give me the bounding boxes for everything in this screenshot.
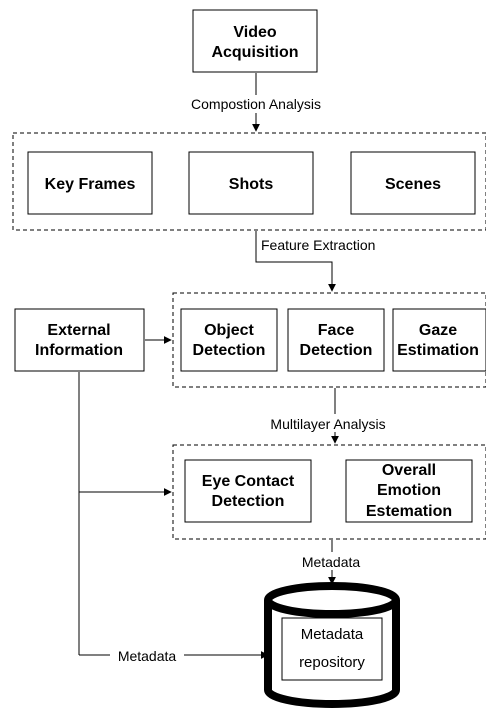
node-overall-emotion-line2: Emotion xyxy=(377,482,441,499)
node-gaze-estimation-line1: Gaze xyxy=(419,322,457,339)
edge-label-composition: Compostion Analysis xyxy=(191,96,321,112)
node-gaze-estimation-line2: Estimation xyxy=(397,342,479,359)
arrow-feature-extraction xyxy=(255,231,336,292)
node-video-acquisition-line1: Video xyxy=(233,24,277,41)
edge-label-feature-extraction: Feature Extraction xyxy=(261,237,375,253)
node-face-detection: Face Detection xyxy=(287,308,385,372)
node-metadata-repository-line1: Metadata xyxy=(301,626,364,643)
edge-label-metadata-side: Metadata xyxy=(118,648,177,664)
node-face-detection-line1: Face xyxy=(318,322,355,339)
database-cylinder-icon xyxy=(264,582,400,708)
node-video-acquisition: Video Acquisition xyxy=(192,9,318,73)
node-object-detection-line2: Detection xyxy=(193,342,266,359)
node-scenes-label: Scenes xyxy=(385,176,441,193)
node-gaze-estimation: Gaze Estimation xyxy=(392,308,486,372)
node-video-acquisition-line2: Acquisition xyxy=(211,44,298,61)
node-eye-contact-detection-line1: Eye Contact xyxy=(202,473,295,490)
node-external-information: External Information xyxy=(14,308,145,372)
node-external-information-line1: External xyxy=(47,322,110,339)
node-face-detection-line2: Detection xyxy=(300,342,373,359)
node-shots: Shots xyxy=(188,151,314,215)
group-multilayer xyxy=(172,444,486,540)
node-key-frames-label: Key Frames xyxy=(45,176,136,193)
node-overall-emotion-estemation: Overall Emotion Estemation xyxy=(345,459,473,523)
edge-label-metadata-top: Metadata xyxy=(302,554,361,570)
node-metadata-repository-line2: repository xyxy=(299,654,365,671)
group-composition xyxy=(12,132,486,231)
node-external-information-line2: Information xyxy=(35,342,123,359)
node-key-frames: Key Frames xyxy=(27,151,153,215)
node-overall-emotion-line3: Estemation xyxy=(366,503,452,520)
edge-label-multilayer: Multilayer Analysis xyxy=(270,416,385,432)
node-eye-contact-detection-line2: Detection xyxy=(212,493,285,510)
node-shots-label: Shots xyxy=(229,176,274,193)
node-scenes: Scenes xyxy=(350,151,476,215)
node-object-detection: Object Detection xyxy=(180,308,278,372)
group-features xyxy=(172,292,486,388)
node-eye-contact-detection: Eye Contact Detection xyxy=(184,459,312,523)
node-overall-emotion-line1: Overall xyxy=(382,462,436,479)
node-object-detection-line1: Object xyxy=(204,322,254,339)
